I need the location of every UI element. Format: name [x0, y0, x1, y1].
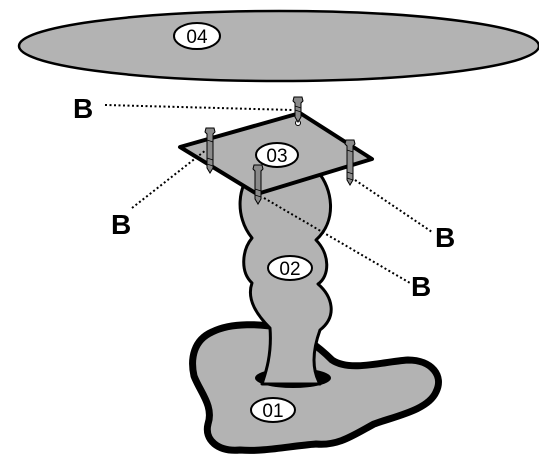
part-label-02: 02: [267, 255, 313, 281]
leader-left: [131, 149, 207, 209]
part-label-01: 01: [250, 397, 296, 423]
leader-top: [104, 104, 294, 111]
part-label-03: 03: [255, 142, 299, 168]
callout-bottom-right: B: [411, 271, 431, 302]
callout-right: B: [435, 222, 455, 253]
screw-left: [204, 127, 216, 174]
screw-front: [252, 164, 264, 205]
svg-text:02: 02: [279, 259, 300, 280]
leader-bottom-right: [263, 197, 411, 284]
screw-top: [292, 96, 304, 123]
leader-right: [354, 179, 433, 233]
callout-left: B: [111, 209, 131, 240]
tabletop: [17, 9, 539, 83]
part-label-04: 04: [173, 22, 221, 50]
screw-right: [344, 139, 356, 186]
callout-top: B: [73, 93, 93, 124]
svg-text:04: 04: [186, 27, 208, 48]
svg-text:03: 03: [266, 146, 287, 167]
svg-text:01: 01: [262, 401, 283, 422]
